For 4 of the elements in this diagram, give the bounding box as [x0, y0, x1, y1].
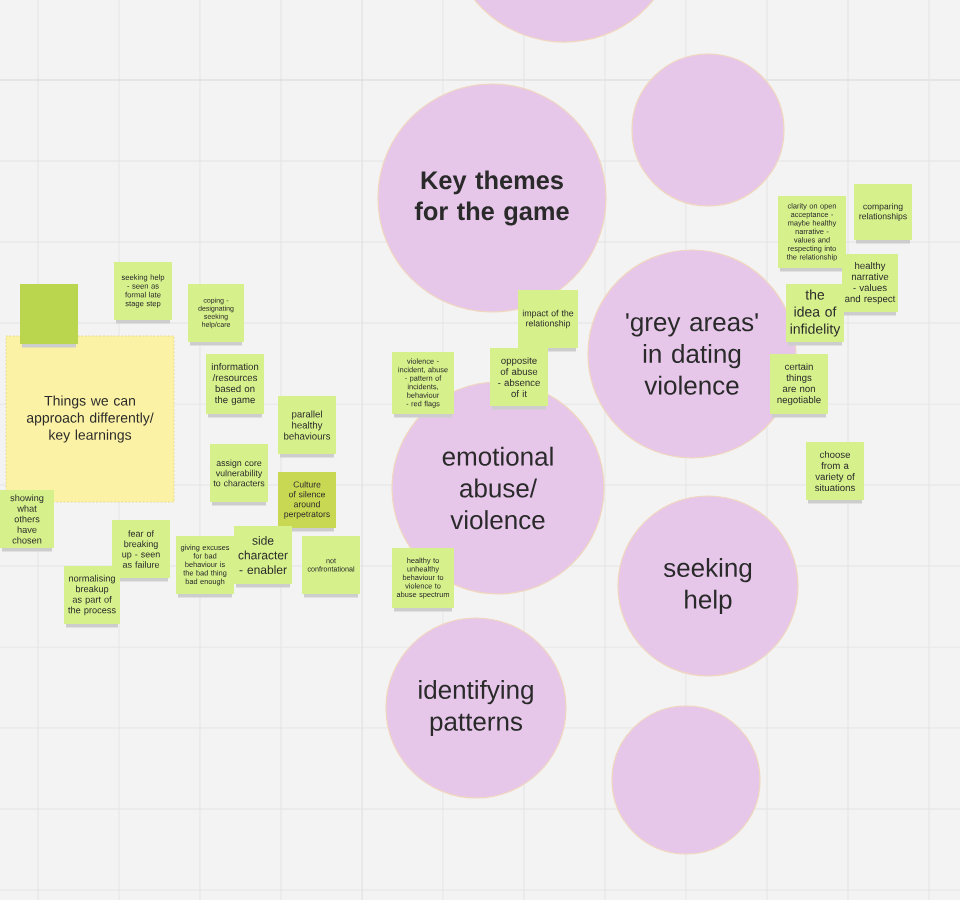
- empty-circle: [611, 705, 761, 855]
- empty-circle: [631, 53, 785, 207]
- empty-sticky-note: [20, 284, 78, 348]
- empty-circle: [474, 0, 654, 43]
